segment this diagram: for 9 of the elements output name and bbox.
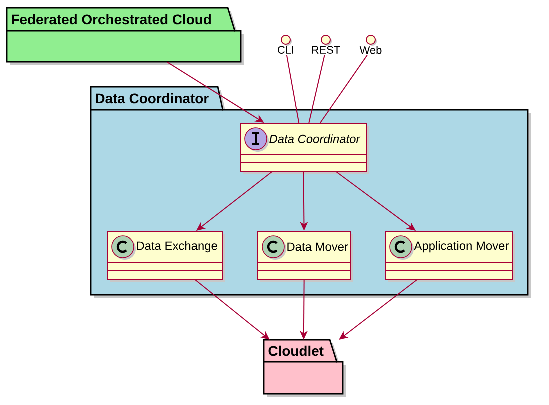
- interface-box: Data Coordinator: [240, 123, 369, 174]
- class-box: Data Mover: [257, 231, 354, 282]
- class-box: Application Mover: [384, 231, 515, 282]
- connector-line: [308, 54, 326, 124]
- connector-line: [320, 54, 368, 124]
- package: Federated Orchestrated Cloud: [6, 7, 244, 65]
- package: Cloudlet: [263, 339, 346, 397]
- connector-line: [286, 54, 300, 124]
- class-box: Data Exchange: [106, 231, 225, 282]
